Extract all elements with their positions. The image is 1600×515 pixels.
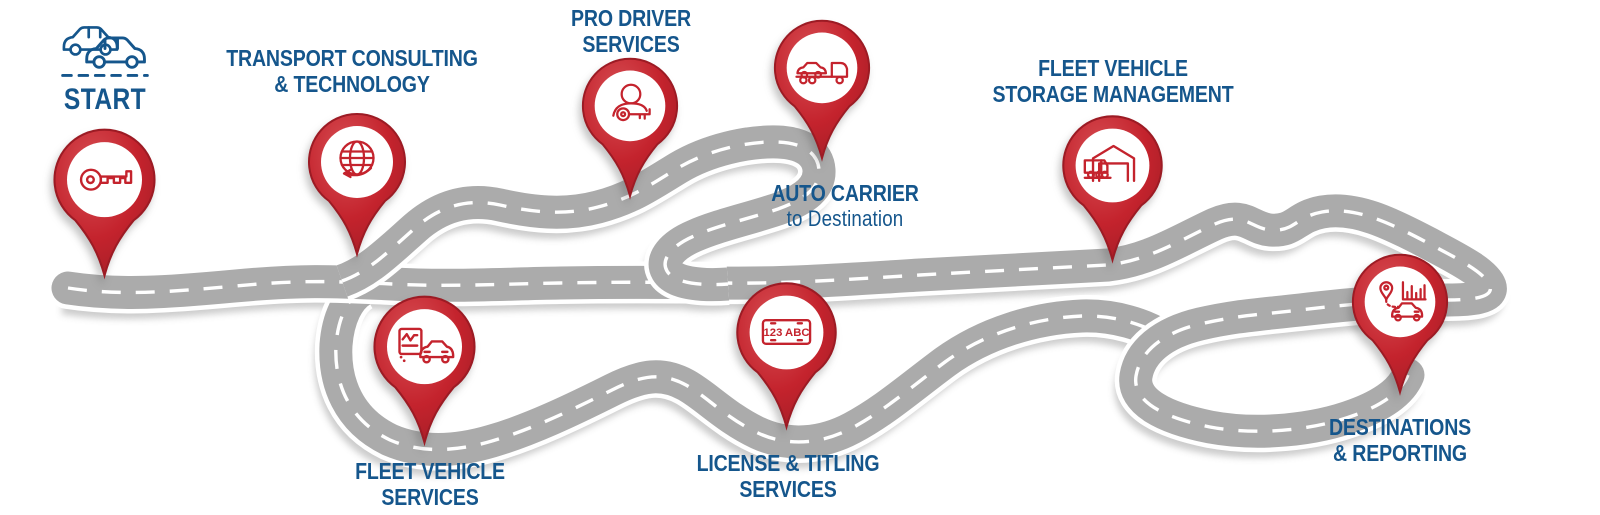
pin-start bbox=[53, 128, 156, 277]
pin-destinations-reporting bbox=[1351, 253, 1449, 394]
pro-driver-services-label: PRO DRIVER SERVICES bbox=[571, 5, 691, 57]
license-titling-label: LICENSE & TITLING SERVICES bbox=[696, 450, 880, 502]
two-cars-icon bbox=[61, 25, 149, 77]
pin-fleet-vehicle-storage bbox=[1062, 115, 1163, 261]
start-label: START bbox=[63, 83, 147, 116]
pin-auto-carrier bbox=[773, 19, 871, 160]
fleet-vehicle-storage-label: FLEET VEHICLE STORAGE MANAGEMENT bbox=[992, 55, 1234, 107]
pin-transport-consulting bbox=[308, 113, 406, 255]
auto-carrier-label: AUTO CARRIER to Destination bbox=[771, 180, 919, 231]
license-plate-icon: 123 ABC bbox=[761, 319, 812, 345]
license-plate-text: 123 ABC bbox=[764, 327, 810, 339]
pin-license-titling: 123 ABC bbox=[736, 282, 837, 428]
destinations-reporting-label: DESTINATIONS & REPORTING bbox=[1328, 414, 1472, 466]
pin-pro-driver-services bbox=[581, 57, 679, 198]
transport-consulting-label: TRANSPORT CONSULTING & TECHNOLOGY bbox=[226, 45, 478, 97]
pin-fleet-vehicle-services bbox=[373, 295, 476, 444]
fleet-vehicle-services-label: FLEET VEHICLE SERVICES bbox=[355, 458, 505, 510]
